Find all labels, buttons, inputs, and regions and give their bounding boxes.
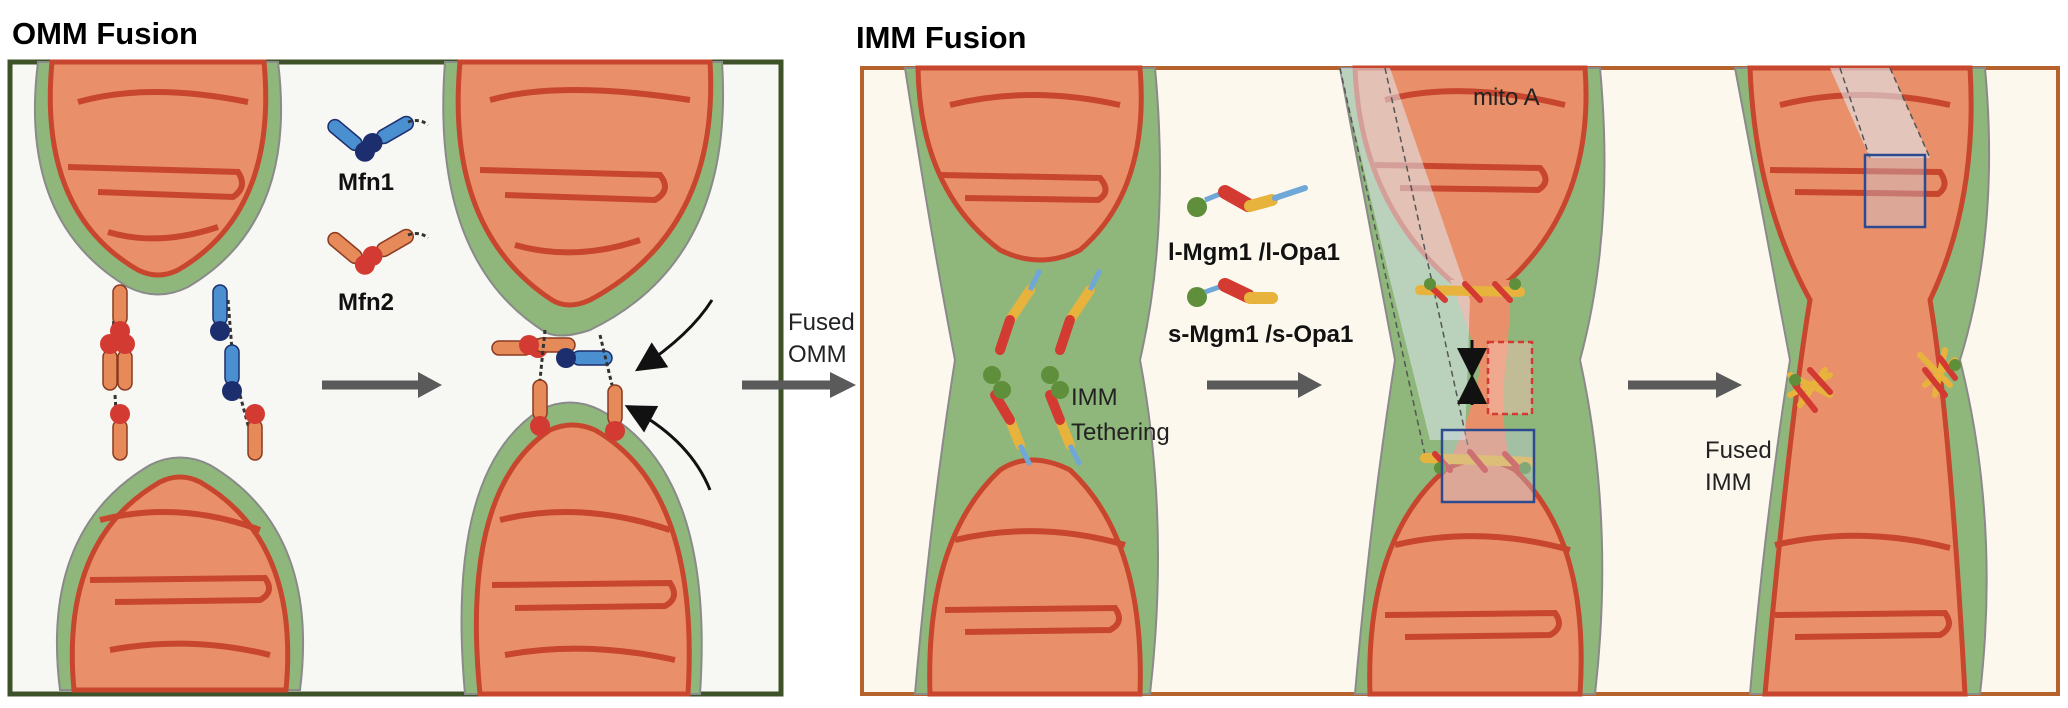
mfn1-label: Mfn1 [338,169,394,196]
mfn-docking-right [491,329,626,442]
imm-panel-title: IMM Fusion [856,20,1026,55]
imm-tethering-label-2: Tethering [1071,419,1170,446]
fused-imm-label-2: IMM [1705,469,1752,496]
fused-omm-arrowhead [830,372,856,398]
mito-a-label: mito A [1473,84,1540,111]
mfn1-legend-icon [322,110,429,167]
short-opa-legend-icon [1187,278,1278,307]
imm-column-docking [1338,65,1606,697]
mito-right-top [442,59,724,337]
imm-tethering-label-1: IMM [1071,384,1118,411]
imm-step-arrowhead-1 [1298,372,1322,398]
curved-arrow-upper [634,299,714,372]
long-opa-label: l-Mgm1 /l-Opa1 [1168,239,1340,266]
mito-right-bottom [460,401,703,697]
omm-panel-title: OMM Fusion [12,16,198,51]
long-opa-legend-icon [1187,185,1308,217]
mfn2-label: Mfn2 [338,289,394,316]
imm-step-arrowhead-2 [1716,372,1742,398]
mfn2-legend-icon [322,223,429,280]
fused-omm-label-2: OMM [788,341,847,368]
mfn-tether-left [99,284,266,461]
curved-arrow-lower [624,405,712,491]
fused-imm-label-1: Fused [1705,437,1772,464]
imm-column-tethered [903,65,1161,697]
imm-panel: IMM Tethering l-Mgm1 /l-Opa1 s-Mgm1 /s-O… [860,65,2060,697]
omm-panel: Mfn1 Mfn2 [7,59,784,697]
imm-column-fused [1733,65,1991,697]
fused-omm-label-1: Fused [788,309,855,336]
omm-step-arrowhead [418,372,442,398]
short-opa-label: s-Mgm1 /s-Opa1 [1168,321,1353,348]
